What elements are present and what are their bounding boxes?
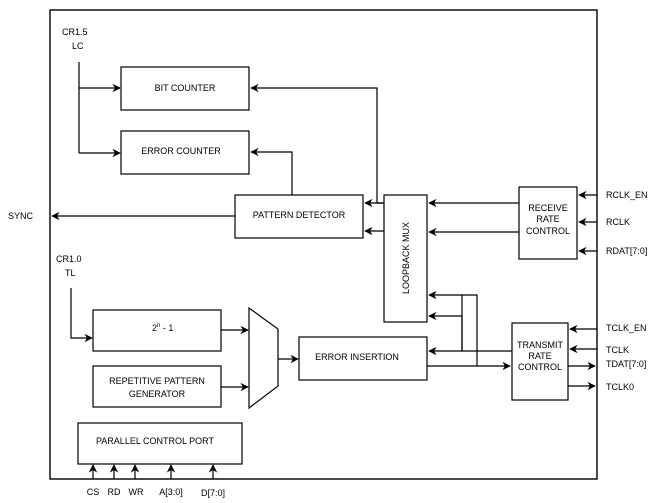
label-tclk: TCLK: [606, 345, 629, 355]
receive-rate-control-block: RECEIVE RATE CONTROL: [518, 186, 578, 260]
label-rdat: RDAT[7:0]: [606, 246, 647, 256]
parallel-control-port-block: PARALLEL CONTROL PORT: [77, 422, 243, 465]
parallel-control-port-label: PARALLEL CONTROL PORT: [96, 436, 215, 446]
label-rd: RD: [108, 487, 121, 497]
transmit-rate-control-block: TRANSMIT RATE CONTROL: [511, 322, 569, 401]
label-cs: CS: [87, 487, 100, 497]
loopback-mux-label: LOOPBACK MUX: [401, 222, 411, 294]
pattern-detector-block: PATTERN DETECTOR: [234, 194, 364, 239]
wire-tl-to-prbs: [70, 288, 93, 343]
label-tdat: TDAT[7:0]: [606, 359, 646, 369]
repetitive-pattern-line1: REPETITIVE PATTERN: [109, 376, 205, 386]
label-addr: A[3:0]: [159, 487, 183, 497]
label-tl: TL: [65, 268, 76, 278]
label-tclk0: TCLK0: [606, 382, 634, 392]
label-lc: LC: [72, 41, 84, 51]
error-insertion-block: ERROR INSERTION: [298, 336, 428, 381]
pattern-select-mux: [248, 306, 279, 410]
label-data: D[7:0]: [201, 488, 225, 498]
error-counter-block: ERROR COUNTER: [120, 130, 250, 175]
error-insertion-label: ERROR INSERTION: [315, 352, 399, 362]
transmit-rate-control-line1: TRANSMIT: [517, 340, 564, 350]
prbs-label: 2n - 1: [152, 323, 173, 333]
label-tclk-en: TCLK_EN: [606, 323, 647, 333]
transmit-rate-control-line3: CONTROL: [518, 362, 562, 372]
receive-rate-control-line3: CONTROL: [526, 226, 570, 236]
error-counter-label: ERROR COUNTER: [141, 146, 221, 156]
wire-tx-to-mux-2: [428, 290, 478, 366]
label-rclk: RCLK: [606, 217, 630, 227]
wire-detector-to-error-counter: [250, 147, 293, 195]
repetitive-pattern-generator-block: REPETITIVE PATTERN GENERATOR: [92, 365, 222, 408]
label-rclk-en: RCLK_EN: [606, 190, 648, 200]
label-wr: WR: [129, 487, 144, 497]
label-sync: SYNC: [8, 211, 34, 221]
bit-counter-label: BIT COUNTER: [155, 83, 216, 93]
receive-rate-control-line2: RATE: [536, 214, 559, 224]
pattern-detector-label: PATTERN DETECTOR: [253, 210, 346, 220]
label-cr10: CR1.0: [56, 254, 82, 264]
label-cr15: CR1.5: [62, 27, 88, 37]
bit-counter-block: BIT COUNTER: [120, 66, 250, 111]
prbs-generator-block: 2n - 1: [92, 309, 222, 352]
receive-rate-control-line1: RECEIVE: [528, 203, 568, 213]
repetitive-pattern-line2: GENERATOR: [129, 389, 186, 399]
loopback-mux-block: LOOPBACK MUX: [383, 194, 428, 323]
transmit-rate-control-line2: RATE: [528, 351, 551, 361]
